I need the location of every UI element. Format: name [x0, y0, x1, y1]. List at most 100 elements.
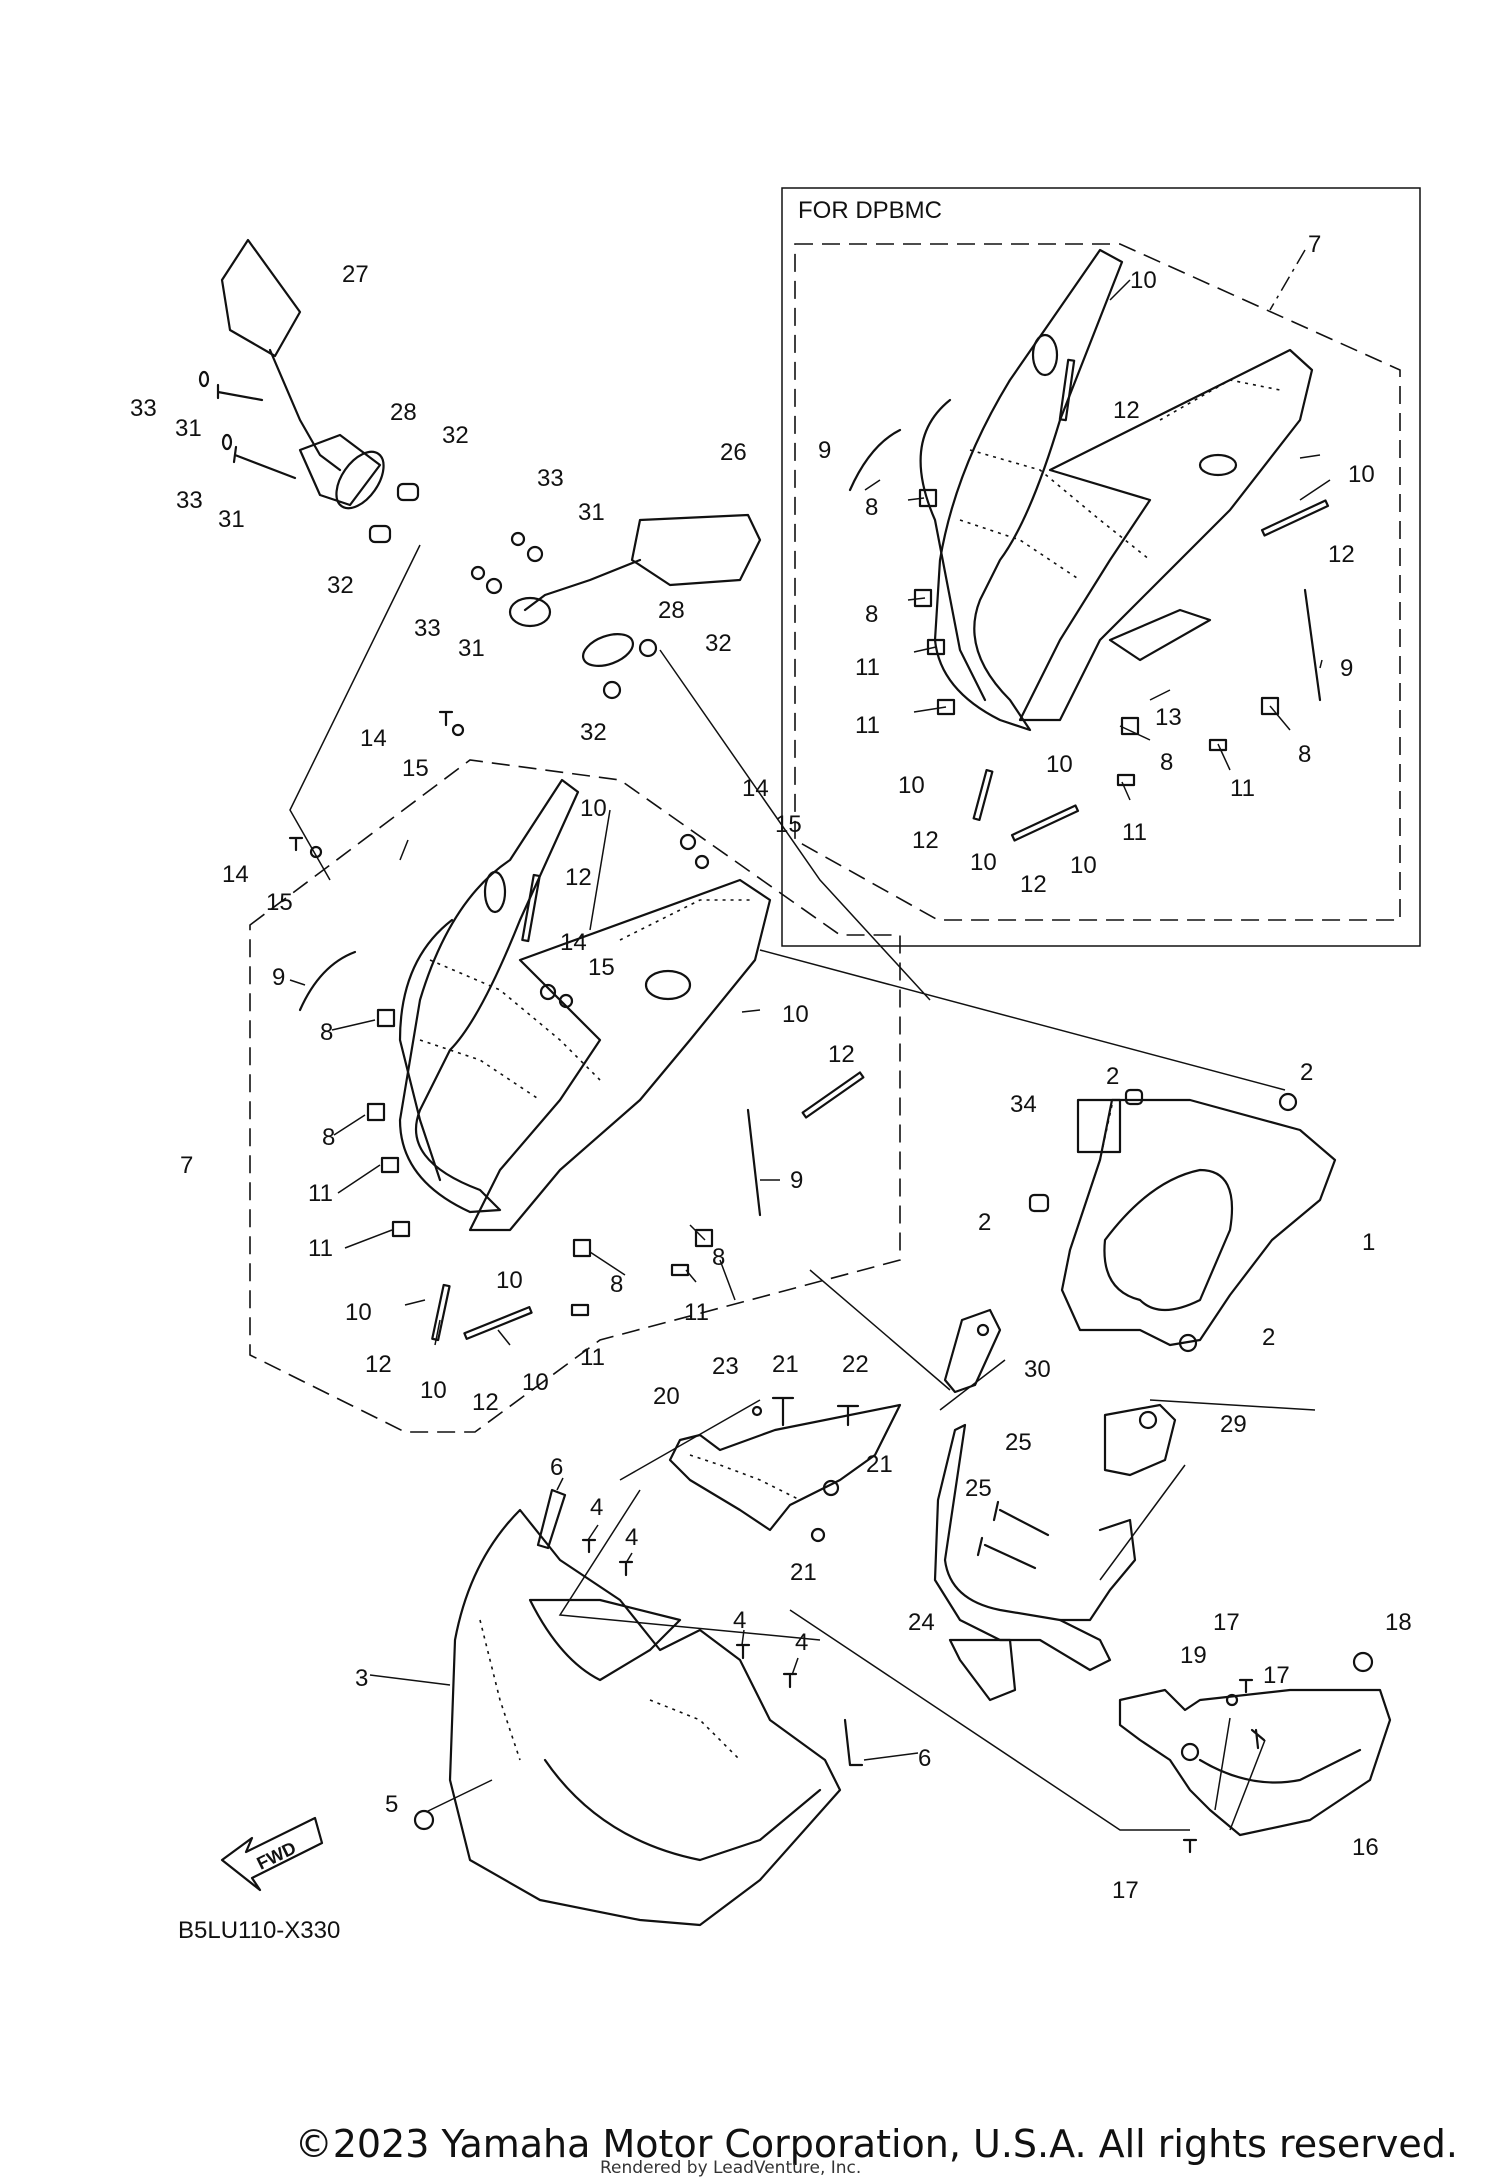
stay-24-frame — [933, 1423, 1112, 1672]
trim-9-right — [746, 1108, 762, 1217]
mirror-27-bolt-a — [216, 383, 264, 402]
callout-20: 20 — [653, 1383, 680, 1410]
copyright-notice: ©2023 Yamaha Motor Corporation, U.S.A. A… — [0, 2122, 1500, 2166]
inset-clip-8d — [1260, 696, 1280, 716]
upper-cowl-right-panel — [468, 878, 772, 1232]
callout-10: 10 — [898, 772, 925, 799]
callout-7: 7 — [180, 1152, 193, 1179]
callout-2: 2 — [1106, 1063, 1119, 1090]
callout-17: 17 — [1112, 1877, 1139, 1904]
inset-trim-9-left — [848, 428, 902, 492]
callout-16: 16 — [1352, 1834, 1379, 1861]
bolt-17a — [1238, 1678, 1254, 1694]
callout-25: 25 — [965, 1475, 992, 1502]
callout-4: 4 — [625, 1524, 638, 1551]
callout-14: 14 — [360, 725, 387, 752]
mirror-26-housing — [630, 513, 762, 587]
callout-31: 31 — [218, 506, 245, 533]
trim-6b — [843, 1718, 864, 1767]
air-duct-20 — [668, 1396, 902, 1543]
nut-11a — [380, 1156, 400, 1174]
collar-32d — [602, 680, 622, 700]
callout-11: 11 — [855, 654, 880, 681]
callout-14: 14 — [222, 861, 249, 888]
callout-3: 3 — [355, 1665, 368, 1692]
callout-21: 21 — [772, 1351, 799, 1378]
callout-11: 11 — [1230, 775, 1255, 802]
trim-9-left — [298, 950, 357, 1012]
under-cowl-16 — [1118, 1651, 1392, 1854]
screw-14a — [438, 710, 454, 727]
windscreen-1 — [1028, 1088, 1337, 1353]
inset-vent-hole-2 — [1031, 333, 1059, 377]
washer-15c — [558, 993, 574, 1009]
diagram-code: B5LU110-X330 — [178, 1917, 340, 1944]
nut-11c — [570, 1303, 590, 1317]
windscreen-rim-dots — [1061, 1104, 1113, 1331]
inset-nut-11d — [1208, 738, 1228, 752]
inset-clip-8b — [913, 588, 933, 608]
callout-10: 10 — [522, 1369, 549, 1396]
callout-9: 9 — [1340, 655, 1353, 682]
callout-12: 12 — [1328, 541, 1355, 568]
callout-8: 8 — [712, 1244, 725, 1271]
callout-23: 23 — [712, 1353, 739, 1380]
callout-28: 28 — [390, 399, 417, 426]
upper-cowl-duct — [644, 969, 692, 1001]
callout-12: 12 — [365, 1351, 392, 1378]
callout-12: 12 — [472, 1389, 499, 1416]
callout-labels: 1 2 2 2 2 3 4 4 4 4 5 6 6 7 7 8 8 8 8 8 … — [130, 231, 1412, 1904]
inset-group-outline — [794, 243, 1401, 921]
strip-12a — [521, 873, 541, 943]
washer-33d — [470, 565, 486, 581]
callout-1: 1 — [1362, 1229, 1375, 1256]
callout-6: 6 — [550, 1454, 563, 1481]
callout-13: 13 — [1155, 704, 1182, 731]
callout-5: 5 — [385, 1791, 398, 1818]
callout-31: 31 — [578, 499, 605, 526]
callout-21: 21 — [790, 1559, 817, 1586]
screw-14c — [539, 983, 557, 1001]
rivet-22 — [836, 1404, 860, 1427]
screw-4c — [735, 1643, 751, 1660]
lower-cowl-cutout — [528, 1598, 682, 1682]
nut-31d — [485, 577, 503, 595]
label-34 — [1076, 1098, 1122, 1154]
inset-left-panel — [919, 398, 987, 702]
washer-15d — [694, 854, 710, 870]
inset-clip-8c — [1120, 716, 1140, 736]
callout-18: 18 — [1385, 1609, 1412, 1636]
callout-28: 28 — [658, 597, 685, 624]
callout-33: 33 — [537, 465, 564, 492]
callout-9: 9 — [790, 1167, 803, 1194]
inset-frame — [781, 187, 1421, 947]
callout-19: 19 — [1180, 1642, 1207, 1669]
callout-10: 10 — [1348, 461, 1375, 488]
strip-12d — [431, 1283, 451, 1342]
fwd-arrow-shape — [220, 1816, 324, 1892]
callout-2: 2 — [978, 1209, 991, 1236]
mirror-26-base — [508, 596, 552, 628]
callout-11: 11 — [580, 1344, 605, 1371]
inset-nut-11b — [936, 698, 956, 716]
collar-21c — [810, 1527, 826, 1543]
callout-32: 32 — [327, 572, 354, 599]
callout-30: 30 — [1024, 1356, 1051, 1383]
clip-8c — [572, 1238, 592, 1258]
callout-10: 10 — [970, 849, 997, 876]
callout-12: 12 — [828, 1041, 855, 1068]
stay-24-foot — [948, 1638, 1017, 1702]
inset-upper-cowl — [933, 248, 1124, 732]
inset-side-panel — [1018, 348, 1314, 722]
callout-10: 10 — [496, 1267, 523, 1294]
inset-dashdot-7 — [1269, 249, 1306, 311]
callout-4: 4 — [733, 1607, 746, 1634]
copyright-text: ©2023 Yamaha Motor Corporation, U.S.A. A… — [294, 2122, 1458, 2166]
callout-32: 32 — [580, 719, 607, 746]
screw-4a — [581, 1538, 597, 1554]
callout-33: 33 — [176, 487, 203, 514]
callout-9: 9 — [272, 964, 285, 991]
duct-body — [668, 1403, 902, 1532]
group-7-leaders — [289, 839, 780, 1346]
callout-17: 17 — [1263, 1662, 1290, 1689]
